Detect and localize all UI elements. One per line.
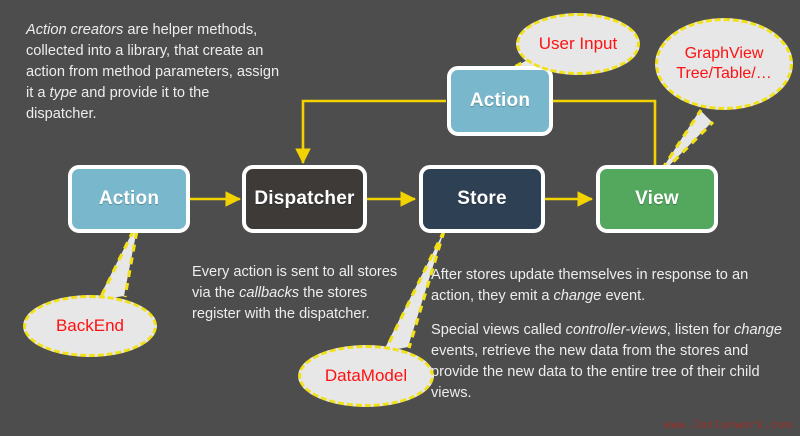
- node-label: Action: [469, 90, 531, 111]
- node-store[interactable]: Store: [419, 165, 545, 233]
- plain-text: event.: [601, 288, 646, 304]
- edge-action-top-to-dispatcher: [295, 99, 446, 165]
- bubble-text: BackEnd: [55, 316, 125, 335]
- every-action-note: Every action is sent to all stores via t…: [192, 262, 404, 325]
- special-views-note: Special views called controller-views, l…: [431, 320, 783, 404]
- plain-text: After stores update themselves in respon…: [431, 267, 749, 304]
- emphasis-text: change: [553, 288, 602, 304]
- after-stores-note: After stores update themselves in respon…: [431, 265, 783, 307]
- node-view[interactable]: View: [596, 165, 718, 233]
- node-label: Action: [98, 188, 160, 209]
- bubble-backend[interactable]: BackEnd: [23, 295, 157, 357]
- plain-text: and provide it to the dispatcher.: [26, 85, 210, 122]
- plain-text: , listen for: [666, 322, 735, 338]
- node-label: Store: [457, 188, 507, 209]
- bubble-text: DataModel: [324, 366, 408, 385]
- bubble-graphview[interactable]: GraphView Tree/Table/…: [655, 18, 793, 110]
- bubble-user-input[interactable]: User Input: [516, 13, 640, 75]
- node-action-top[interactable]: Action: [447, 66, 553, 136]
- plain-text: Special views called: [431, 322, 566, 338]
- emphasis-text: Action creators: [26, 22, 124, 38]
- bubble-datamodel[interactable]: DataModel: [298, 345, 434, 407]
- emphasis-text: type: [49, 85, 78, 101]
- watermark: www.lanlanwork.com: [664, 420, 792, 432]
- bubble-text: User Input: [538, 34, 618, 53]
- plain-text: Every action is sent to all stores via t…: [192, 264, 398, 301]
- node-label: Dispatcher: [254, 188, 355, 209]
- edge-view-to-action-top: [553, 99, 657, 168]
- bubble-text-line-1: GraphView: [684, 45, 764, 62]
- bubble-tail-datamodel: [382, 230, 446, 354]
- plain-text: are helper methods, collected into a lib…: [26, 22, 280, 101]
- bubble-text: GraphView Tree/Table/…: [676, 44, 771, 84]
- node-dispatcher[interactable]: Dispatcher: [242, 165, 367, 233]
- bubble-text-line-2: Tree/Table/…: [676, 65, 772, 82]
- emphasis-text: callbacks: [239, 285, 300, 301]
- node-action-left[interactable]: Action: [68, 165, 190, 233]
- plain-text: the stores register with the dispatcher.: [192, 285, 370, 322]
- plain-text: events, retrieve the new data from the s…: [431, 343, 760, 401]
- node-label: View: [635, 188, 679, 209]
- emphasis-text: change: [734, 322, 782, 338]
- action-creators-note: Action creators are helper methods, coll…: [26, 20, 282, 125]
- emphasis-text: controller-views: [565, 322, 667, 338]
